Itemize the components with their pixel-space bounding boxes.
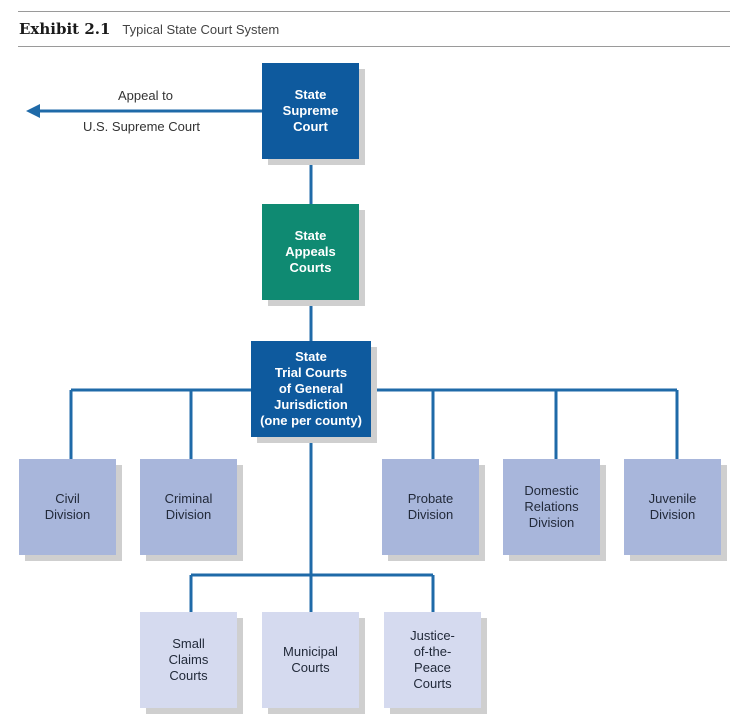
appeal-label-line1: Appeal to [118,88,173,103]
civil-division-box: Civil Division [19,459,116,555]
criminal-division-box: Criminal Division [140,459,237,555]
small-claims-courts-box: Small Claims Courts [140,612,237,708]
exhibit-number: Exhibit 2.1 [19,20,111,38]
state-supreme-court-box: State Supreme Court [262,63,359,159]
exhibit-caption: Typical State Court System [122,22,280,37]
justice-of-the-peace-courts-box: Justice- of-the- Peace Courts [384,612,481,708]
appeal-label-line2: U.S. Supreme Court [83,119,201,134]
state-appeals-courts-box: State Appeals Courts [262,204,359,300]
header-rule [18,46,730,47]
state-trial-courts-box: State Trial Courts of General Jurisdicti… [251,341,371,437]
top-rule [18,11,730,12]
municipal-courts-box: Municipal Courts [262,612,359,708]
probate-division-box: Probate Division [382,459,479,555]
appeal-arrowhead [26,104,40,118]
juvenile-division-box: Juvenile Division [624,459,721,555]
domestic-relations-division-box: Domestic Relations Division [503,459,600,555]
exhibit-title: Exhibit 2.1 Typical State Court System [19,20,279,39]
